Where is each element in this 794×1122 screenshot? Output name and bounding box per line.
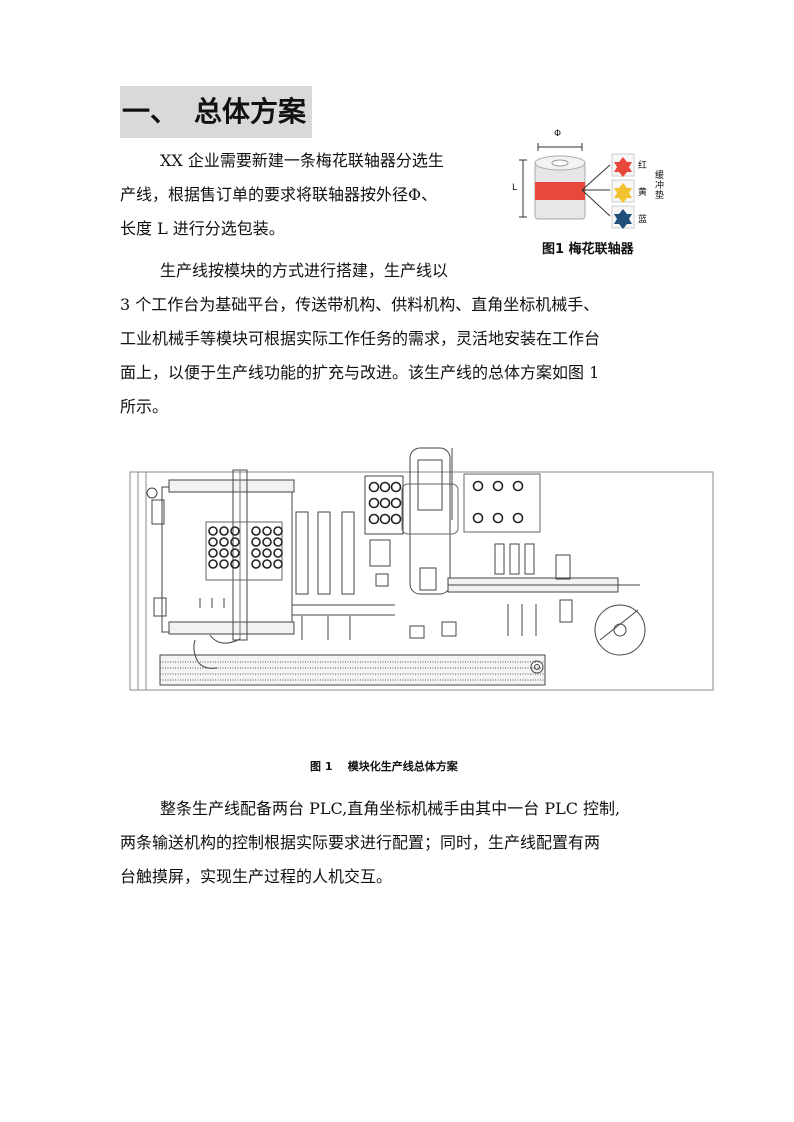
paragraph2-line4: 面上，以便于生产线功能的扩充与改进。该生产线的总体方案如图 1 [120,363,600,382]
paragraph2-line1: 生产线按模块的方式进行搭建，生产线以 [160,261,449,280]
paragraph1-line3: 长度 L 进行分选包装。 [120,219,285,238]
paragraph3-line3: 台触摸屏，实现生产过程的人机交互。 [120,867,393,886]
cushion-yellow-icon [611,179,635,203]
production-line-drawing [129,447,714,691]
main-figure-caption: 图 1 模块化生产线总体方案 [310,760,458,773]
pallet-grid-left [208,526,283,569]
pallet-grid-center [368,481,402,525]
color-label-blue: 蓝 [638,215,648,225]
color-label-red: 红 [638,161,648,171]
cushion-red-icon [611,153,635,177]
paragraph3-line1: 整条生产线配备两台 PLC,直角坐标机械手由其中一台 PLC 控制, [160,799,621,818]
pallet-grid-right [472,480,524,524]
paragraph1-line2: 产线，根据售订单的要求将联轴器按外径Φ、 [120,185,438,204]
cushion-label: 缓冲垫 [653,170,663,200]
paragraph1-line1: XX 企业需要新建一条梅花联轴器分选生 [160,151,444,170]
paragraph2-line3: 工业机械手等模块可根据实际工作任务的需求，灵活地安装在工作台 [120,329,601,348]
paragraph3-line2: 两条输送机构的控制根据实际要求进行配置；同时，生产线配置有两 [120,833,601,852]
section-number: 一、 [122,95,179,128]
cushion-blue-icon [611,205,635,229]
section-title: 总体方案 [194,95,307,128]
paragraph2-line2: 3 个工作台为基础平台，传送带机构、供料机构、直角坐标机械手、 [120,295,600,314]
coupling-dim-l: L [512,183,518,193]
paragraph2-line5: 所示。 [120,397,169,416]
color-label-yellow: 黄 [638,188,648,198]
coupling-caption: 图1 梅花联轴器 [542,242,634,257]
section-heading: 一、总体方案 [120,86,312,138]
coupling-dim-phi: Φ [554,129,562,139]
coupling-figure [519,143,635,229]
